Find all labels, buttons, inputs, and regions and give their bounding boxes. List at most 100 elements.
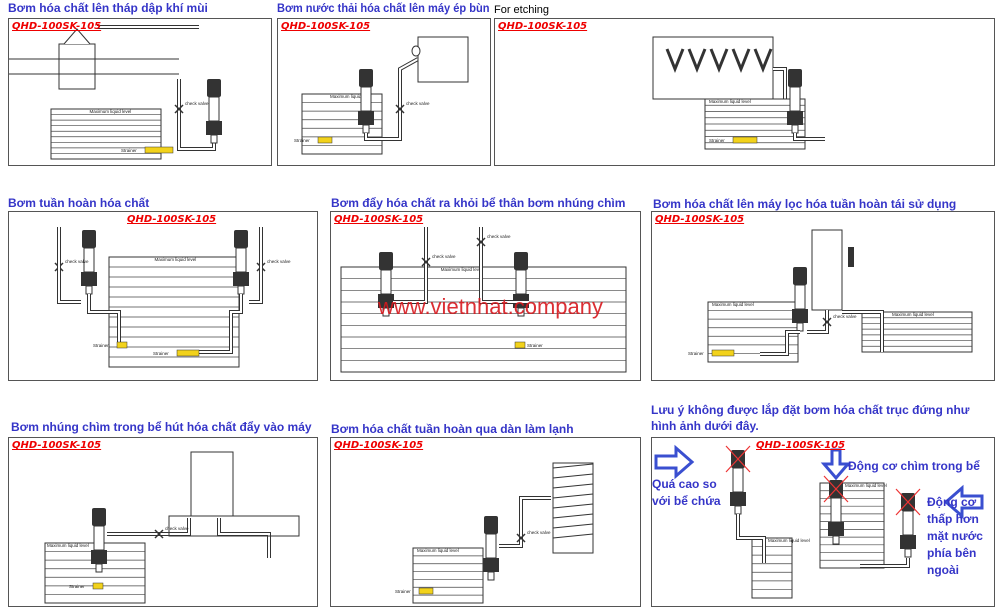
- vertical-pump: [792, 267, 808, 332]
- pipe-inner: [249, 227, 262, 303]
- vertical-pump: [233, 230, 249, 295]
- vertical-pump: [378, 252, 394, 317]
- coil-fin: [552, 493, 594, 499]
- check-valve-label: check valve: [65, 259, 89, 264]
- strainer: [514, 341, 526, 349]
- max-level-label: Maximum liquid level: [417, 548, 459, 553]
- model-label: QHD-100SK-105: [334, 214, 424, 225]
- check-valve-icon: [174, 104, 184, 114]
- pump-inlet: [734, 505, 742, 515]
- pump-casing: [900, 535, 916, 549]
- pump-casing: [787, 111, 803, 125]
- pump-inlet: [796, 322, 804, 332]
- pump-inlet: [487, 571, 495, 581]
- max-level-label: Maximum liquid level: [441, 267, 483, 272]
- vertical-pump: [81, 230, 97, 295]
- pump-casing: [91, 550, 107, 564]
- etching-machine: [652, 36, 774, 100]
- cross-mark: [895, 488, 921, 516]
- pump-casing: [730, 492, 746, 506]
- pump-motor: [379, 252, 393, 270]
- pump-motor: [788, 69, 802, 87]
- arrow-right-icon: [654, 444, 695, 480]
- tower-roof: [63, 28, 91, 45]
- pump-column: [485, 533, 497, 559]
- pipe-inner: [365, 58, 419, 140]
- vertical-pump: [91, 508, 107, 573]
- pipe-inner: [88, 294, 120, 342]
- warning-too-high: Quá cao so với bể chứa: [652, 477, 721, 508]
- coil-fin: [552, 513, 594, 519]
- check-valve-label: check valve: [527, 530, 551, 535]
- pump-inlet: [791, 124, 799, 134]
- cross-mark: [823, 475, 849, 503]
- strainer: [732, 136, 758, 144]
- strainer-label: Strainer: [69, 584, 85, 589]
- machine-base: [168, 515, 300, 537]
- tank: [412, 547, 484, 604]
- coil-fin: [552, 533, 594, 539]
- pump-column: [93, 525, 105, 551]
- pump-column: [902, 510, 914, 536]
- pipe: [217, 518, 271, 558]
- pipe-inner: [480, 227, 529, 303]
- vertical-pump: [513, 252, 529, 317]
- pump-inlet: [832, 535, 840, 545]
- pump-column: [830, 497, 842, 523]
- coil-fin: [552, 483, 594, 489]
- max-level-label: Maximum liquid level: [712, 302, 754, 307]
- pump-inlet: [517, 307, 525, 317]
- max-level-label: Maximum liquid level: [892, 312, 934, 317]
- strainer: [116, 341, 128, 349]
- pump-casing: [206, 121, 222, 135]
- check-valve-icon: [154, 529, 164, 539]
- pipe-inner: [107, 518, 190, 535]
- pump-motor: [207, 79, 221, 97]
- panel-title-2: Bơm nước thải hóa chất lên máy ép bùn: [277, 1, 490, 15]
- check-valve-icon: [421, 257, 431, 267]
- pump-casing: [792, 309, 808, 323]
- pump-casing: [81, 272, 97, 286]
- press-cap: [411, 45, 421, 57]
- cross-mark: [725, 445, 751, 473]
- check-valve-label: check valve: [185, 101, 209, 106]
- check-valve-label: check valve: [432, 254, 456, 259]
- warning-motor-submerged: Động cơ chìm trong bể: [848, 459, 980, 473]
- pipe-inner: [218, 518, 270, 558]
- cooling-coil: [552, 462, 594, 554]
- check-valve-icon: [395, 104, 405, 114]
- pump-inlet: [362, 124, 370, 134]
- panel-title-6: Bơm hóa chất lên máy lọc hóa tuần hoàn t…: [653, 197, 957, 211]
- warning-motor-lower: Động cơ thấp hơn mặt nước phía bên ngoài: [927, 495, 983, 577]
- pipe: [807, 310, 829, 334]
- model-label: QHD-100SK-105: [756, 440, 846, 451]
- strainer-label: Strainer: [93, 343, 109, 348]
- check-valve-label: check valve: [833, 314, 857, 319]
- model-label: QHD-100SK-105: [281, 21, 371, 32]
- spray-nozzles: [753, 48, 773, 74]
- panel-title-9: Lưu ý không được lắp đặt bơm hóa chất tr…: [651, 403, 970, 433]
- check-valve-label: check valve: [165, 526, 189, 531]
- model-label: QHD-100SK-105: [12, 21, 102, 32]
- pump-motor: [793, 267, 807, 285]
- pump-inlet: [95, 563, 103, 573]
- vertical-pump: [725, 445, 751, 515]
- strainer-label: Strainer: [709, 138, 725, 143]
- strainer-label: Strainer: [121, 148, 137, 153]
- tank: [108, 256, 240, 368]
- pump-casing: [483, 558, 499, 572]
- panel-title-3: For etching: [494, 4, 550, 16]
- pipe-inner: [737, 514, 765, 563]
